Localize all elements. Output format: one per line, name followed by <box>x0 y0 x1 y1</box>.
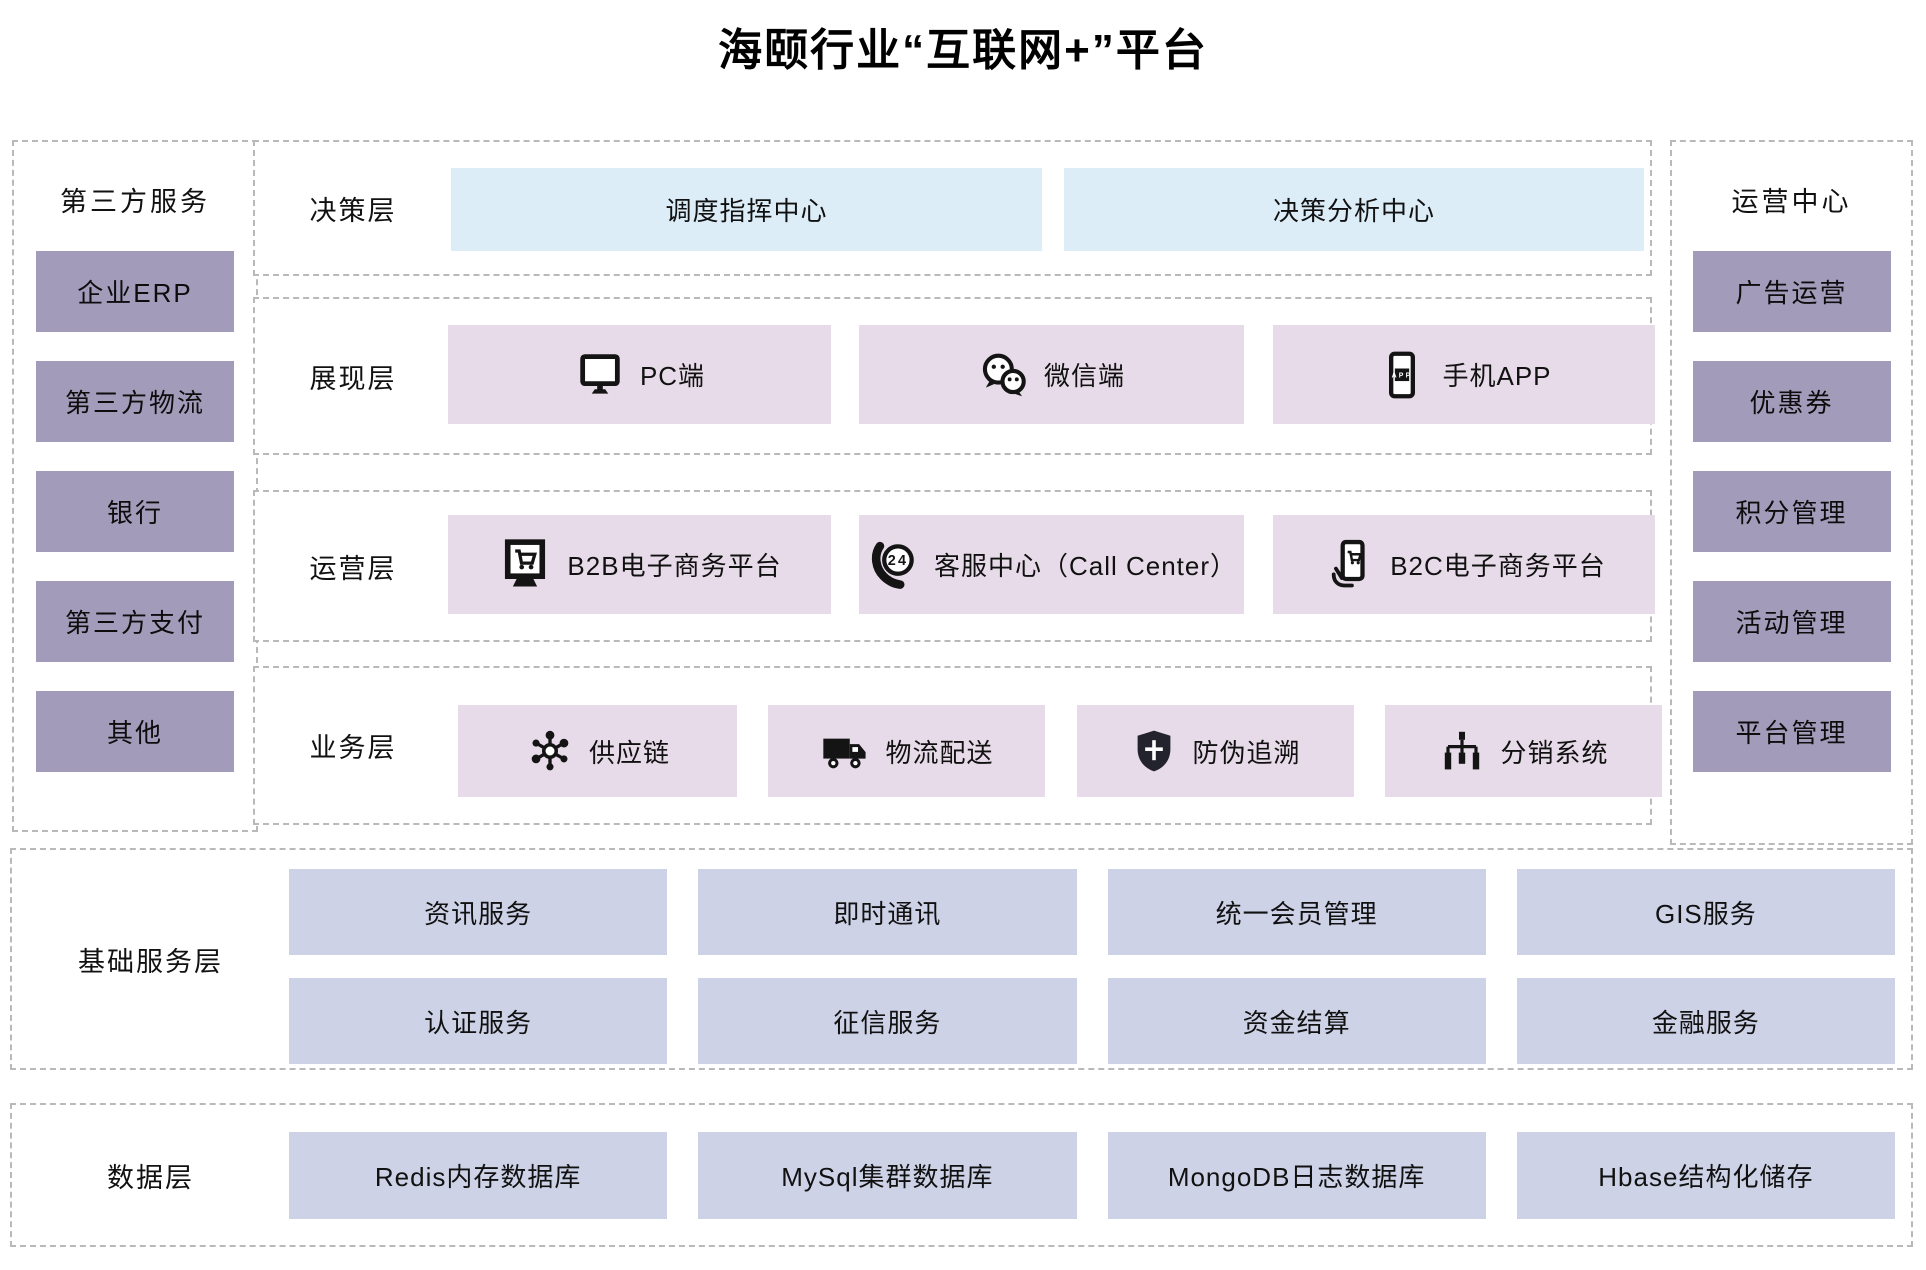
operation-layer-label: 运营层 <box>309 553 397 584</box>
box-label: 决策分析中心 <box>1272 196 1435 226</box>
callcenter-badge-text: 24 <box>888 553 909 569</box>
box-label: 分销系统 <box>1500 737 1609 768</box>
business-layer-panel: 业务层 供应链 <box>253 666 1662 825</box>
list-item: 广告运营 <box>1692 251 1891 332</box>
smartphone-app-icon: APP <box>1376 349 1428 401</box>
presentation-layer-panel: 展现层 PC端 微信端 <box>253 297 1655 455</box>
decision-analysis-center-box: 决策分析中心 <box>1064 168 1644 251</box>
service-box: 资金结算 <box>1107 978 1486 1064</box>
page-title: 海颐行业“互联网+”平台 <box>718 26 1208 75</box>
box-label: 供应链 <box>588 737 670 768</box>
logistics-box: 物流配送 <box>768 705 1045 797</box>
b2c-ecommerce-box: B2C电子商务平台 <box>1273 515 1655 614</box>
base-services-label: 基础服务层 <box>78 946 223 977</box>
wechat-client-box: 微信端 <box>859 325 1244 424</box>
decision-layer-panel: 决策层 调度指挥中心 决策分析中心 <box>253 140 1652 276</box>
list-item: 企业ERP <box>36 251 234 332</box>
ecommerce-monitor-cart-icon <box>497 537 553 593</box>
service-box: 金融服务 <box>1516 978 1895 1064</box>
operation-center-list: 广告运营 优惠券 积分管理 活动管理 平台管理 <box>1692 251 1891 772</box>
service-box: 资讯服务 <box>289 869 668 955</box>
b2b-ecommerce-box: B2B电子商务平台 <box>448 515 831 614</box>
data-layer-panel: 数据层 Redis内存数据库 MySql集群数据库 MongoDB日志数据库 H… <box>10 1103 1913 1247</box>
third-party-services-title: 第三方服务 <box>60 187 210 217</box>
service-box: 统一会员管理 <box>1107 869 1486 955</box>
third-party-services-list: 企业ERP 第三方物流 银行 第三方支付 其他 <box>36 251 234 772</box>
callcenter-24h-phone-icon: 24 <box>866 538 920 592</box>
box-label: 物流配送 <box>885 737 994 768</box>
call-center-box: 24 客服中心（Call Center） <box>859 515 1244 614</box>
third-party-services-panel: 第三方服务 企业ERP 第三方物流 银行 第三方支付 其他 <box>12 140 258 832</box>
anti-counterfeit-box: 防伪追溯 <box>1077 705 1354 797</box>
box-label: B2C电子商务平台 <box>1390 551 1606 581</box>
distribution-tree-icon <box>1438 727 1486 775</box>
list-item: 优惠券 <box>1692 361 1891 442</box>
service-box: 征信服务 <box>698 978 1077 1064</box>
mobile-app-box: APP 手机APP <box>1273 325 1655 424</box>
delivery-truck-icon <box>819 725 871 777</box>
list-item: 活动管理 <box>1692 581 1891 662</box>
operation-center-title: 运营中心 <box>1731 187 1852 217</box>
box-label: 微信端 <box>1043 361 1125 391</box>
list-item: 银行 <box>36 471 234 552</box>
box-label: B2B电子商务平台 <box>567 551 782 581</box>
database-box: MySql集群数据库 <box>698 1132 1077 1219</box>
service-box: 即时通讯 <box>698 869 1077 955</box>
app-icon-text: APP <box>1392 372 1413 379</box>
wechat-icon <box>978 349 1030 401</box>
base-services-grid: 资讯服务 即时通讯 统一会员管理 GIS服务 认证服务 征信服务 资金结算 金融… <box>289 869 1895 1064</box>
list-item: 积分管理 <box>1692 471 1891 552</box>
base-services-panel: 基础服务层 资讯服务 即时通讯 统一会员管理 GIS服务 认证服务 征信服务 资… <box>10 848 1913 1070</box>
box-label: 客服中心（Call Center） <box>933 551 1238 581</box>
service-box: GIS服务 <box>1516 869 1895 955</box>
box-label: 防伪追溯 <box>1192 737 1301 768</box>
list-item: 第三方物流 <box>36 361 234 442</box>
database-box: MongoDB日志数据库 <box>1107 1132 1486 1219</box>
operation-center-panel: 运营中心 广告运营 优惠券 积分管理 活动管理 平台管理 <box>1670 140 1913 845</box>
data-layer-grid: Redis内存数据库 MySql集群数据库 MongoDB日志数据库 Hbase… <box>289 1132 1895 1219</box>
supply-chain-network-icon <box>525 726 575 776</box>
database-box: Hbase结构化储存 <box>1516 1132 1895 1219</box>
monitor-icon <box>574 349 626 401</box>
decision-layer-label: 决策层 <box>309 195 397 226</box>
distribution-system-box: 分销系统 <box>1385 705 1662 797</box>
hand-phone-cart-icon <box>1322 538 1376 592</box>
supply-chain-box: 供应链 <box>458 705 737 797</box>
business-layer-label: 业务层 <box>309 733 397 763</box>
list-item: 平台管理 <box>1692 691 1891 772</box>
list-item: 其他 <box>36 691 234 772</box>
database-box: Redis内存数据库 <box>289 1132 668 1219</box>
presentation-layer-label: 展现层 <box>309 363 397 394</box>
anti-counterfeit-shield-icon <box>1130 727 1178 775</box>
box-label: 手机APP <box>1442 361 1552 391</box>
dispatch-command-center-box: 调度指挥中心 <box>451 168 1042 251</box>
list-item: 第三方支付 <box>36 581 234 662</box>
box-label: PC端 <box>639 361 706 391</box>
service-box: 认证服务 <box>289 978 668 1064</box>
data-layer-label: 数据层 <box>107 1162 194 1193</box>
operation-layer-panel: 运营层 B2B电子商务平台 24 客服中心（Call Center） <box>253 490 1655 642</box>
pc-client-box: PC端 <box>448 325 831 424</box>
box-label: 调度指挥中心 <box>665 196 828 226</box>
